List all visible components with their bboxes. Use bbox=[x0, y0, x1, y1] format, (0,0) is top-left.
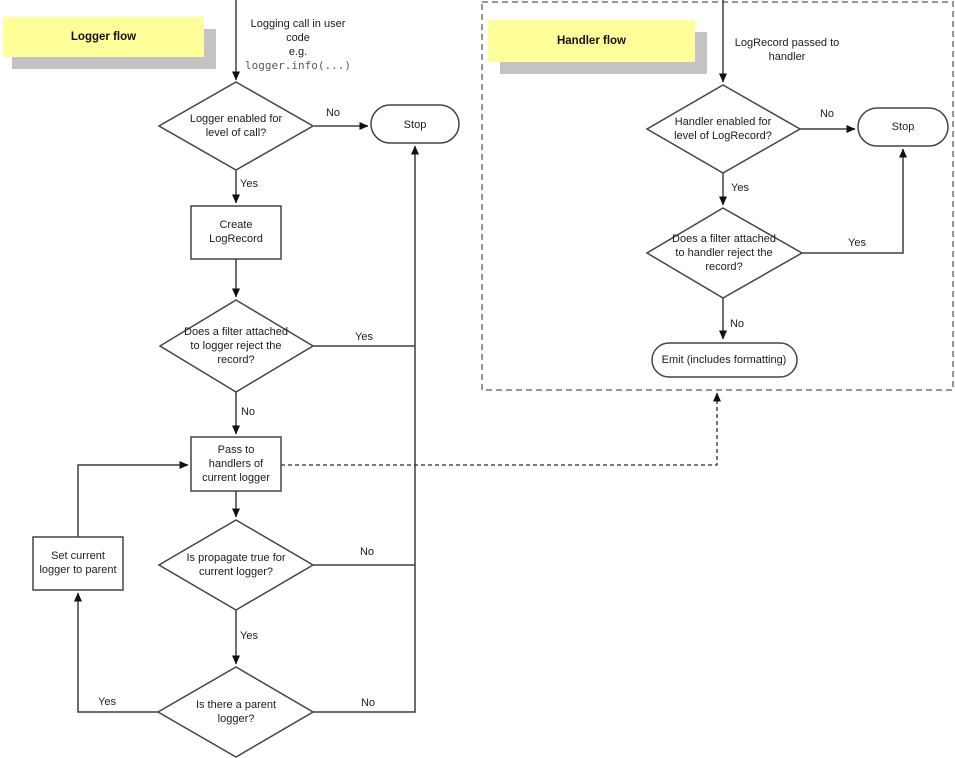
logger-filter-diamond-label: Does a filter attached to logger reject … bbox=[184, 326, 288, 366]
connector-pass-to-handler-flow bbox=[281, 392, 721, 466]
edge-label-yes: Yes bbox=[98, 696, 116, 708]
connector-handler-filter-yes-to-stop bbox=[802, 148, 907, 254]
edge-label-no: No bbox=[729, 318, 745, 330]
entry-label: Logging call in user code e.g. logger.in… bbox=[245, 17, 351, 73]
parent-logger-diamond-label: Is there a parent logger? bbox=[195, 699, 277, 725]
handler-filter-diamond-label: Does a filter attached to handler reject… bbox=[672, 233, 776, 273]
propagate-diamond-label: Is propagate true for current logger? bbox=[186, 552, 286, 578]
handler-filter-diamond bbox=[645, 207, 804, 299]
edge-label-no: No bbox=[240, 406, 256, 418]
handler-flow-boundary bbox=[481, 1, 954, 391]
connector-parent-no-to-stop bbox=[313, 145, 419, 713]
pass-to-handlers-label: Pass to handlers of current logger bbox=[202, 444, 270, 484]
set-current-logger-box bbox=[32, 536, 124, 591]
edge-label-yes: Yes bbox=[240, 630, 258, 642]
logger-enabled-diamond bbox=[157, 81, 315, 171]
create-logrecord-label: Create LogRecord bbox=[209, 219, 263, 245]
edge-label-yes: Yes bbox=[731, 182, 749, 194]
edge-label-no: No bbox=[325, 107, 341, 119]
handler-enabled-diamond-label: Handler enabled for level of LogRecord? bbox=[674, 116, 772, 142]
emit-terminator bbox=[651, 342, 798, 378]
handler-enabled-diamond bbox=[645, 84, 802, 174]
entry-line: e.g. bbox=[288, 46, 308, 58]
handler-stop-label: Stop bbox=[891, 121, 915, 133]
set-current-logger-label: Set current logger to parent bbox=[39, 550, 117, 576]
logger-stop-terminator bbox=[370, 104, 460, 144]
pass-to-handlers-box bbox=[190, 436, 282, 492]
connector-set-to-pass bbox=[77, 461, 189, 537]
logger-filter-diamond bbox=[158, 299, 315, 393]
logger-flow-title: Logger flow bbox=[70, 31, 137, 43]
logger-stop-label: Stop bbox=[403, 119, 427, 131]
entry-line: Logging call in user bbox=[250, 18, 346, 30]
entry-line: code bbox=[286, 32, 310, 44]
emit-label: Emit (includes formatting) bbox=[661, 354, 787, 366]
create-logrecord-box bbox=[190, 205, 282, 260]
logger-enabled-diamond-label: Logger enabled for level of call? bbox=[189, 113, 283, 139]
handler-flow-note: Handler flow bbox=[488, 20, 695, 62]
entry-code-line: logger.info(...) bbox=[245, 59, 351, 72]
logger-flow-note: Logger flow bbox=[3, 17, 204, 57]
parent-logger-diamond bbox=[156, 666, 315, 758]
handler-flow-title: Handler flow bbox=[556, 35, 626, 47]
handler-stop-terminator bbox=[857, 107, 949, 147]
edge-label-no: No bbox=[819, 108, 835, 120]
handler-entry-label: LogRecord passed to handler bbox=[734, 37, 840, 63]
edge-label-yes: Yes bbox=[240, 178, 258, 190]
connector-parent-yes-to-set bbox=[74, 592, 158, 713]
propagate-diamond bbox=[157, 519, 315, 611]
edge-label-yes: Yes bbox=[848, 237, 866, 249]
edge-label-yes: Yes bbox=[355, 331, 373, 343]
edge-label-no: No bbox=[360, 697, 376, 709]
edge-label-no: No bbox=[359, 546, 375, 558]
